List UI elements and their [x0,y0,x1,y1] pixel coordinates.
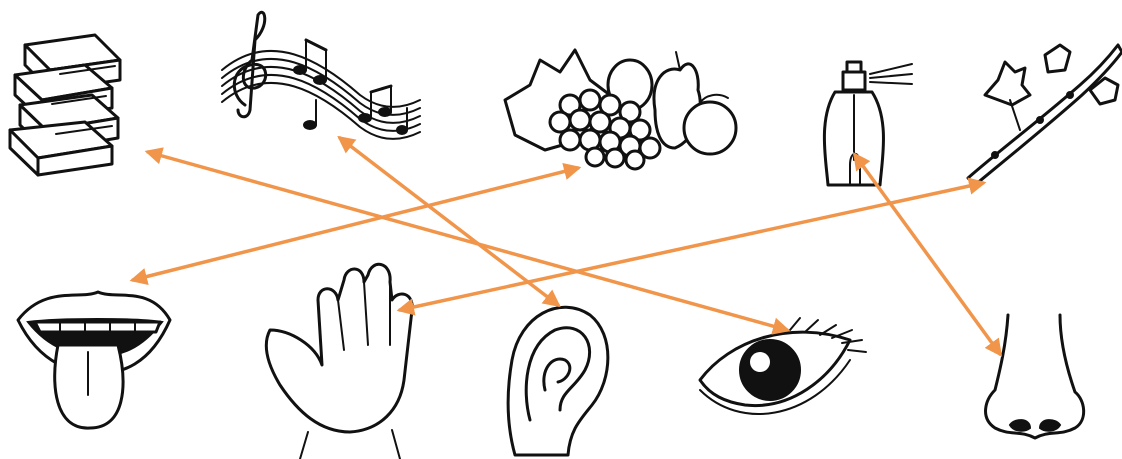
books-icon[interactable] [10,35,120,175]
arrow-books-eye [148,152,787,330]
mouth-tongue-icon[interactable] [18,292,170,428]
arrow-fruit-mouth [133,168,578,280]
music-notes-icon[interactable] [222,12,420,139]
ear-icon[interactable] [508,307,608,455]
tree-branch-icon[interactable] [968,45,1122,185]
hand-icon[interactable] [266,264,412,459]
eye-icon[interactable] [700,318,866,414]
fruit-basket-icon[interactable] [505,50,736,169]
nose-icon[interactable] [986,315,1084,438]
perfume-bottle-icon[interactable] [824,62,912,185]
